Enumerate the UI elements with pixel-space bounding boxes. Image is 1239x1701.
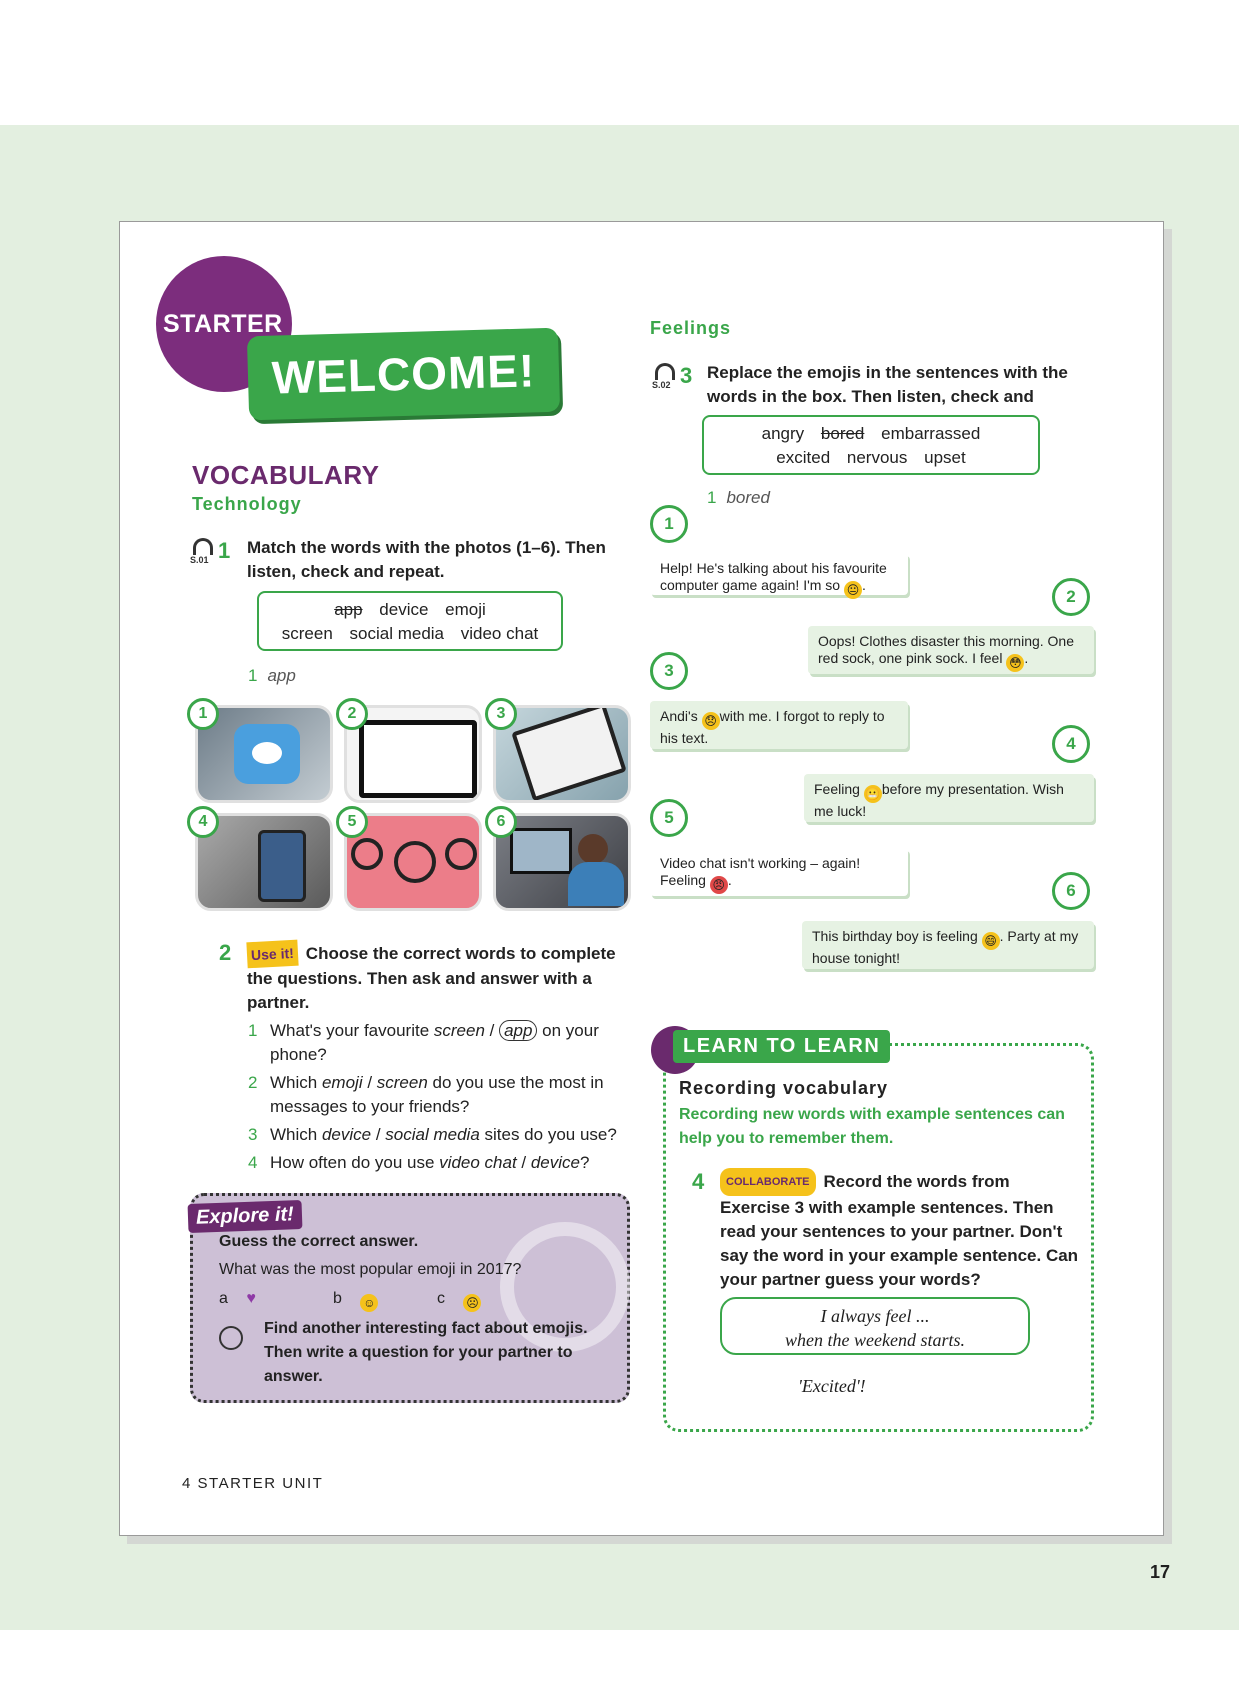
starter-label: STARTER: [163, 310, 283, 338]
upset-emoji-icon: 😞: [701, 712, 720, 730]
photo-number-badge: 3: [485, 698, 517, 730]
photo-video-chat: [493, 813, 631, 911]
photo-number-badge: 2: [336, 698, 368, 730]
chat-number: 3: [650, 652, 688, 690]
word: social media: [349, 624, 445, 643]
photo-screen: [344, 705, 482, 803]
use-it-tag: Use it!: [246, 939, 299, 969]
chat-number: 1: [650, 505, 688, 543]
option-c[interactable]: c ☹: [437, 1290, 482, 1312]
nervous-emoji-icon: 😬: [863, 785, 882, 803]
headphones-icon[interactable]: S.01: [190, 538, 213, 565]
cursor-click-icon: [219, 1326, 243, 1350]
audio-track-label: S.02: [652, 380, 671, 390]
chat-message-2: Oops! Clothes disaster this morning. One…: [808, 626, 1094, 674]
chat-message-6: This birthday boy is feeling 😄. Party at…: [802, 921, 1094, 969]
photo-social-media: [195, 813, 333, 911]
photo-number-badge: 4: [187, 806, 219, 838]
explore-question: What was the most popular emoji in 2017?: [219, 1261, 522, 1278]
speech-bubble-example: I always feel ... when the weekend start…: [720, 1297, 1030, 1355]
chat-number: 2: [1052, 578, 1090, 616]
chat-number: 6: [1052, 872, 1090, 910]
question-item: 1 What's your favourite screen / app on …: [248, 1020, 599, 1064]
textbook-page: STARTER WELCOME! VOCABULARY Technology S…: [119, 221, 1164, 1536]
learn-tip: Recording new words with example sentenc…: [679, 1106, 1065, 1147]
photo-number-badge: 6: [485, 806, 517, 838]
technology-subheading: Technology: [192, 494, 302, 514]
explore-task: Find another interesting fact about emoj…: [264, 1320, 588, 1385]
photo-emoji: [344, 813, 482, 911]
word: excited: [776, 448, 831, 467]
word: app: [334, 600, 363, 619]
word: video chat: [460, 624, 539, 643]
question-item: 3 Which device / social media sites do y…: [248, 1125, 617, 1144]
headphones-icon[interactable]: S.02: [652, 363, 675, 390]
explore-guess: Guess the correct answer.: [219, 1233, 419, 1250]
feelings-heading: Feelings: [650, 318, 732, 338]
exercise-number: 3: [680, 363, 693, 388]
word: upset: [924, 448, 966, 467]
page-number: 17: [1150, 1562, 1171, 1582]
word: device: [379, 600, 429, 619]
exercise-1-instruction: Match the words with the photos (1–6). T…: [247, 538, 606, 581]
learn-to-learn-tab: LEARN TO LEARN: [673, 1030, 891, 1063]
chat-message-1: Help! He's talking about his favourite c…: [650, 553, 908, 599]
embarrassed-emoji-icon: 😳: [1006, 654, 1025, 672]
page-footer: 4 STARTER UNIT: [182, 1475, 324, 1492]
word: embarrassed: [881, 424, 981, 443]
exercise-number: 4: [692, 1169, 705, 1194]
option-a[interactable]: a ♥: [219, 1290, 256, 1307]
photo-number-badge: 1: [187, 698, 219, 730]
photo-number-badge: 5: [336, 806, 368, 838]
question-item: 2 Which emoji / screen do you use the mo…: [248, 1073, 604, 1116]
option-b[interactable]: b ☺: [333, 1290, 379, 1312]
exercise-number: 2: [219, 940, 232, 965]
circled-answer: app: [499, 1020, 538, 1041]
recording-vocabulary-title: Recording vocabulary: [679, 1078, 889, 1098]
word: emoji: [445, 600, 486, 619]
exercise-2-instruction: Use it!Choose the correct words to compl…: [246, 939, 617, 1015]
chat-message-4: Feeling 😬before my presentation. Wish me…: [804, 774, 1094, 822]
answer-reply: 'Excited'!: [798, 1376, 866, 1396]
audio-track-label: S.01: [190, 555, 209, 565]
chat-number: 4: [1052, 725, 1090, 763]
explore-it-tab: Explore it!: [187, 1200, 303, 1233]
word: nervous: [846, 448, 908, 467]
chat-number: 5: [650, 799, 688, 837]
chat-message-3: Andi's 😞with me. I forgot to reply to hi…: [650, 701, 908, 749]
welcome-title: WELCOME!: [246, 327, 561, 421]
excited-emoji-icon: 😄: [981, 932, 1000, 950]
feelings-word-box: angry bored embarrassed excited nervous …: [702, 415, 1040, 475]
crying-emoji-icon: ☹: [463, 1294, 482, 1312]
word: angry: [761, 424, 805, 443]
laughing-emoji-icon: ☺: [360, 1294, 379, 1312]
technology-word-box: app device emoji screen social media vid…: [257, 591, 563, 651]
angry-emoji-icon: 😠: [709, 876, 728, 894]
vocabulary-heading: VOCABULARY: [192, 460, 380, 490]
exercise-number: 1: [218, 538, 231, 563]
purple-heart-icon: ♥: [246, 1290, 256, 1307]
photo-device: [493, 705, 631, 803]
word: bored: [820, 424, 865, 443]
bored-emoji-icon: 😐: [843, 581, 862, 599]
chat-message-5: Video chat isn't working – again! Feelin…: [650, 848, 908, 896]
question-item: 4 How often do you use video chat / devi…: [248, 1153, 590, 1172]
word: screen: [281, 624, 333, 643]
collaborate-tag: COLLABORATE: [720, 1168, 816, 1196]
photo-app-icon: [195, 705, 333, 803]
